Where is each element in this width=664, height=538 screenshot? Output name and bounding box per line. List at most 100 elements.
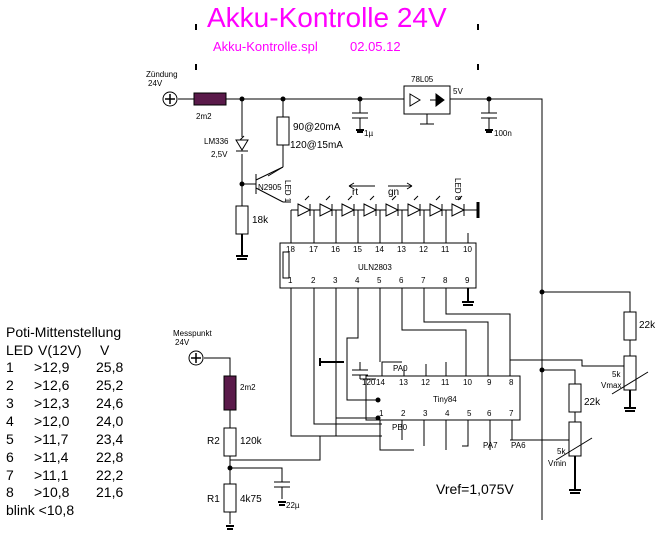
- uln-pin-4: 4: [355, 276, 360, 285]
- uln-pin-8: 8: [443, 276, 448, 285]
- label-rt: rt: [352, 187, 359, 198]
- uln-pin-12: 12: [419, 245, 428, 254]
- uln-pin-2: 2: [311, 276, 316, 285]
- label-r-series-1: 90@20mA: [293, 122, 341, 133]
- uln-pin-6: 6: [399, 276, 404, 285]
- table-row-v: 22,8: [96, 449, 124, 465]
- subtitle: Akku-Kontrolle.spl: [213, 39, 318, 54]
- uln-pin-15: 15: [353, 245, 362, 254]
- label-vmin: Vmin: [548, 459, 567, 468]
- tiny-pin-14: 14: [376, 378, 385, 387]
- label-messpunkt: Messpunkt: [173, 329, 212, 338]
- label-r1-val: 4k75: [240, 494, 262, 505]
- table-row-v: 24,6: [96, 395, 124, 411]
- tiny-pin-11: 11: [441, 378, 450, 387]
- label-zuendung-v: 24V: [148, 79, 163, 88]
- label-r1: R1: [207, 494, 220, 505]
- label-regulator: 78L05: [411, 75, 434, 84]
- uln-pin-7: 7: [421, 276, 426, 285]
- label-uln: ULN2803: [358, 263, 392, 272]
- table-row-v: 23,4: [96, 431, 124, 447]
- table-row-v12: >12,0: [34, 413, 70, 429]
- table-footer: blink <10,8: [6, 502, 75, 518]
- table-col-v12: V(12V): [38, 342, 82, 358]
- uln-pin-5: 5: [377, 276, 382, 285]
- table-row-v12: >12,6: [34, 377, 70, 393]
- table-row-v12: >12,3: [34, 395, 70, 411]
- label-cap-100n: 100n: [494, 129, 512, 138]
- tiny-pin-5: 5: [467, 409, 472, 418]
- uln-pin-17: 17: [309, 245, 318, 254]
- tiny-pin-13: 13: [399, 378, 408, 387]
- label-pa6: PA6: [511, 441, 526, 450]
- uln-pin-14: 14: [375, 245, 384, 254]
- label-vmax: Vmax: [601, 381, 622, 390]
- table-row-v12: >12,9: [34, 359, 70, 375]
- tiny-pin-7: 7: [509, 409, 514, 418]
- table-row-led: 6: [6, 449, 14, 465]
- uln-pin-18: 18: [286, 245, 295, 254]
- label-tiny: Tiny84: [433, 395, 457, 404]
- table-row-v12: >11,7: [34, 431, 69, 447]
- label-reg-out: 5V: [453, 87, 463, 96]
- uln-pin-13: 13: [397, 245, 406, 254]
- tiny-pin-4: 4: [445, 409, 450, 418]
- label-r2-val: 120k: [240, 436, 262, 447]
- table-row-led: 2: [6, 377, 14, 393]
- table-row-v: 21,6: [96, 484, 124, 500]
- label-r-series-2: 120@15mA: [290, 140, 343, 151]
- label-pot-5k-top: 5k: [612, 370, 621, 379]
- label-vref: Vref=1,075V: [436, 481, 514, 497]
- tiny-pin-1: 1: [379, 409, 384, 418]
- tiny-pin-2: 2: [401, 409, 406, 418]
- label-r-22k-bot: 22k: [584, 397, 601, 408]
- label-gn: gn: [388, 187, 400, 198]
- label-r2: R2: [207, 436, 220, 447]
- table-row-v12: >11,1: [34, 467, 69, 483]
- tiny-pin-8: 8: [509, 378, 514, 387]
- uln-pin-10: 10: [463, 245, 472, 254]
- table-row-v12: >11,4: [34, 449, 69, 465]
- label-cap-22u: 22µ: [286, 501, 300, 510]
- label-cap-1u: 1µ: [364, 129, 374, 138]
- tiny-pin-6: 6: [487, 409, 492, 418]
- tiny-pin-12: 12: [421, 378, 430, 387]
- label-pb0: PB0: [392, 423, 408, 432]
- table-row-led: 5: [6, 431, 14, 447]
- table-row-v12: >10,8: [34, 484, 70, 500]
- table-row-led: 7: [6, 467, 14, 483]
- label-r-18k: 18k: [252, 215, 269, 226]
- table-row-v: 22,2: [96, 467, 124, 483]
- table-row-led: 1: [6, 359, 14, 375]
- label-led8: LED 8: [453, 178, 462, 201]
- table-row-v: 24,0: [96, 413, 124, 429]
- uln-pin-3: 3: [333, 276, 338, 285]
- table-heading: Poti-Mittenstellung: [6, 324, 122, 340]
- table-row-v: 25,8: [96, 359, 124, 375]
- label-lm336-v: 2,5V: [211, 150, 228, 159]
- label-led1: LED 1: [283, 180, 292, 203]
- table-row-led: 4: [6, 413, 14, 429]
- tiny-pin-10: 10: [463, 378, 472, 387]
- uln-pin-1: 1: [288, 276, 293, 285]
- uln-pin-11: 11: [441, 245, 450, 254]
- label-r-22k-top: 22k: [639, 320, 656, 331]
- label-pot-5k-bot: 5k: [557, 447, 566, 456]
- label-c120: 120: [362, 378, 376, 387]
- uln-pin-16: 16: [331, 245, 340, 254]
- table-row-led: 8: [6, 484, 14, 500]
- table-col-v: V: [100, 342, 110, 358]
- label-pa7: PA7: [483, 441, 498, 450]
- label-messpunkt-v: 24V: [175, 338, 190, 347]
- uln-pin-9: 9: [465, 276, 470, 285]
- label-zuendung: Zündung: [146, 70, 178, 79]
- date: 02.05.12: [350, 39, 401, 54]
- label-inductor-bot: 2m2: [240, 383, 256, 392]
- label-pa0: PA0: [393, 364, 408, 373]
- page-title: Akku-Kontrolle 24V: [207, 2, 447, 33]
- label-inductor-top: 2m2: [196, 112, 212, 121]
- table-col-led: LED: [6, 342, 34, 358]
- table-row-v: 25,2: [96, 377, 124, 393]
- table-row-led: 3: [6, 395, 14, 411]
- label-lm336: LM336: [204, 137, 229, 146]
